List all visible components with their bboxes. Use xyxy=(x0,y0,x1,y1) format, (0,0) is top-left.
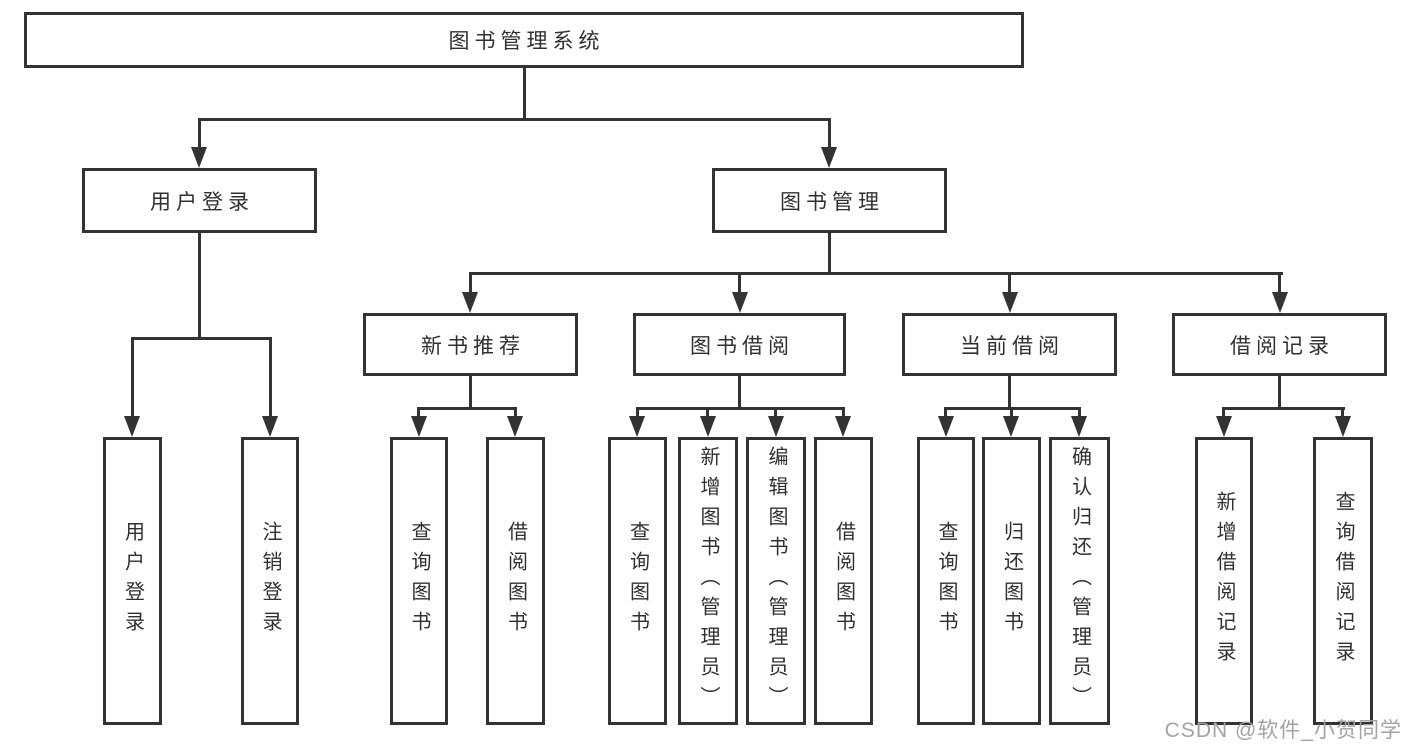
connector-arrow xyxy=(732,292,748,313)
connector-arrow xyxy=(507,416,523,437)
connector-line xyxy=(131,337,134,418)
leaf-edit-book-admin: 编辑图书（管理员） xyxy=(746,437,806,725)
node-book-borrowing: 图书借阅 xyxy=(633,313,846,376)
connector-line xyxy=(198,233,201,340)
leaf-label: 借阅图书 xyxy=(504,521,527,641)
node-current-borrowing: 当前借阅 xyxy=(902,313,1117,376)
connector-line xyxy=(828,233,831,275)
connector-line xyxy=(198,118,831,121)
leaf-label: 查询图书 xyxy=(626,521,649,641)
connector-arrow xyxy=(124,416,140,437)
connector-line xyxy=(523,68,526,118)
connector-line xyxy=(469,376,472,410)
connector-line xyxy=(945,407,1081,410)
connector-arrow xyxy=(768,416,784,437)
leaf-borrow-book: 借阅图书 xyxy=(814,437,873,725)
connector-line xyxy=(1008,272,1011,296)
connector-arrow xyxy=(1335,416,1351,437)
node-borrow-records: 借阅记录 xyxy=(1172,313,1387,376)
node-label: 图书管理 xyxy=(780,190,884,214)
connector-arrow xyxy=(938,416,954,437)
node-label: 当前借阅 xyxy=(960,334,1064,358)
node-label: 图书管理系统 xyxy=(448,30,605,53)
leaf-query-book: 查询图书 xyxy=(608,437,667,725)
connector-arrow xyxy=(462,292,478,313)
leaf-label: 查询图书 xyxy=(935,521,957,641)
connector-line xyxy=(1078,407,1081,419)
connector-line xyxy=(738,376,741,410)
csdn-watermark: CSDN @软件_小贺同学 xyxy=(1164,719,1402,742)
connector-line xyxy=(1008,376,1011,410)
connector-arrow xyxy=(1003,416,1019,437)
connector-line xyxy=(269,337,272,418)
leaf-label: 归还图书 xyxy=(1000,521,1023,641)
leaf-add-borrow-record: 新增借阅记录 xyxy=(1195,437,1253,725)
leaf-label: 确认归还（管理员） xyxy=(1068,446,1091,716)
connector-line xyxy=(636,407,845,410)
leaf-return-book: 归还图书 xyxy=(982,437,1041,725)
connector-line xyxy=(1222,407,1225,419)
connector-line xyxy=(469,272,1283,275)
connector-arrow xyxy=(835,416,851,437)
connector-line xyxy=(636,407,639,419)
connector-arrow xyxy=(1272,292,1288,313)
node-library-management-system: 图书管理系统 xyxy=(24,12,1024,68)
connector-line xyxy=(1278,376,1281,410)
connector-arrow xyxy=(1002,292,1018,313)
connector-line xyxy=(131,337,272,340)
leaf-label: 注销登录 xyxy=(259,521,281,641)
leaf-label: 新增图书（管理员） xyxy=(697,446,719,716)
leaf-label: 用户登录 xyxy=(121,521,144,641)
node-label: 图书借阅 xyxy=(690,334,794,358)
leaf-label: 查询借阅记录 xyxy=(1332,491,1354,671)
connector-line xyxy=(417,407,420,419)
connector-arrow xyxy=(411,416,427,437)
leaf-add-book-admin: 新增图书（管理员） xyxy=(678,437,738,725)
connector-arrow xyxy=(1216,416,1232,437)
connector-arrow xyxy=(629,416,645,437)
leaf-label: 编辑图书（管理员） xyxy=(765,446,787,716)
connector-line xyxy=(738,272,741,296)
node-label: 新书推荐 xyxy=(421,334,525,358)
connector-line xyxy=(1223,407,1345,410)
leaf-label: 查询图书 xyxy=(408,521,430,641)
connector-arrow xyxy=(821,147,837,168)
connector-line xyxy=(514,407,517,419)
connector-line xyxy=(469,272,472,296)
connector-line xyxy=(1341,407,1344,419)
connector-line xyxy=(198,118,201,150)
node-label: 用户登录 xyxy=(150,190,254,214)
connector-line xyxy=(1010,407,1013,419)
connector-line xyxy=(774,407,777,419)
connector-line xyxy=(706,407,709,419)
leaf-borrow-book: 借阅图书 xyxy=(486,437,545,725)
connector-arrow xyxy=(1071,416,1087,437)
connector-arrow xyxy=(191,147,207,168)
leaf-logout: 注销登录 xyxy=(241,437,299,725)
leaf-user-login: 用户登录 xyxy=(103,437,162,725)
leaf-label: 新增借阅记录 xyxy=(1213,491,1235,671)
leaf-confirm-return-admin: 确认归还（管理员） xyxy=(1049,437,1110,725)
connector-line xyxy=(1278,272,1281,296)
leaf-label: 借阅图书 xyxy=(832,521,855,641)
connector-line xyxy=(418,407,517,410)
node-new-book-recommend: 新书推荐 xyxy=(363,313,578,376)
node-label: 借阅记录 xyxy=(1230,334,1334,358)
connector-line xyxy=(944,407,947,419)
leaf-query-book: 查询图书 xyxy=(917,437,975,725)
connector-line xyxy=(842,407,845,419)
connector-arrow xyxy=(262,416,278,437)
leaf-query-borrow-record: 查询借阅记录 xyxy=(1313,437,1373,725)
node-book-management: 图书管理 xyxy=(712,168,947,233)
node-user-login: 用户登录 xyxy=(82,168,317,233)
leaf-query-book: 查询图书 xyxy=(390,437,448,725)
connector-line xyxy=(828,118,831,150)
connector-arrow xyxy=(700,416,716,437)
